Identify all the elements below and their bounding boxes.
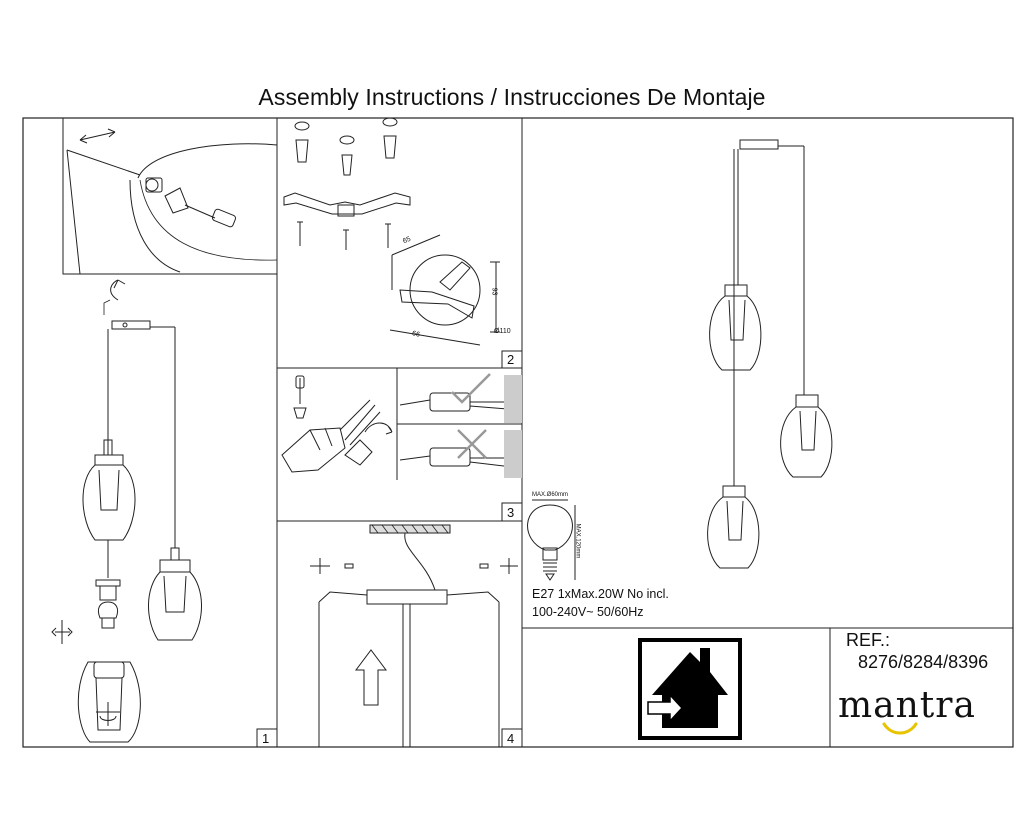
voltage-spec: 100-240V~ 50/60Hz <box>532 605 644 619</box>
reference-label: REF.: <box>846 630 891 650</box>
bulb-spec: E27 1xMax.20W No incl. <box>532 587 669 601</box>
pendant-assembly <box>77 320 202 743</box>
step-number: 1 <box>262 731 270 746</box>
bulb-width-label: MAX.Ø60mm <box>532 492 569 498</box>
page-title: Assembly Instructions / Instrucciones De… <box>258 84 766 110</box>
reference-codes: 8276/8284/8396 <box>858 652 989 672</box>
cross-icon <box>457 429 487 459</box>
rotate-arrows-icon <box>51 620 120 726</box>
check-icon <box>451 373 491 404</box>
step-box <box>256 728 278 748</box>
step-box <box>501 502 523 522</box>
curved-arrow-icon <box>110 279 126 301</box>
dimension-label: Ø110 <box>494 328 511 335</box>
wiring-diagram <box>281 375 393 473</box>
step-number: 2 <box>507 352 515 367</box>
step-box <box>501 728 523 748</box>
up-arrow-icon <box>355 649 387 706</box>
bulb-diagram <box>527 499 576 581</box>
pendant-overview <box>707 139 833 569</box>
bulb-height-label: MAX.120mm <box>574 523 581 559</box>
step-number: 3 <box>507 505 515 520</box>
brand-smile-icon <box>882 722 918 735</box>
bracket-dimension-diagram <box>389 234 500 346</box>
mounting-hardware <box>283 117 411 250</box>
dimension-label: 93 <box>490 287 498 296</box>
screw-icon <box>310 558 518 574</box>
connector-correct <box>399 375 522 423</box>
step-number: 4 <box>507 731 515 746</box>
dimension-label: 66 <box>411 330 421 339</box>
indoor-use-icon <box>638 638 742 740</box>
connector-incorrect <box>399 430 522 478</box>
step-box <box>501 350 523 369</box>
ceiling-mount <box>318 524 500 747</box>
canopy-detail <box>62 117 278 275</box>
brand-logo: mantra <box>838 685 976 726</box>
